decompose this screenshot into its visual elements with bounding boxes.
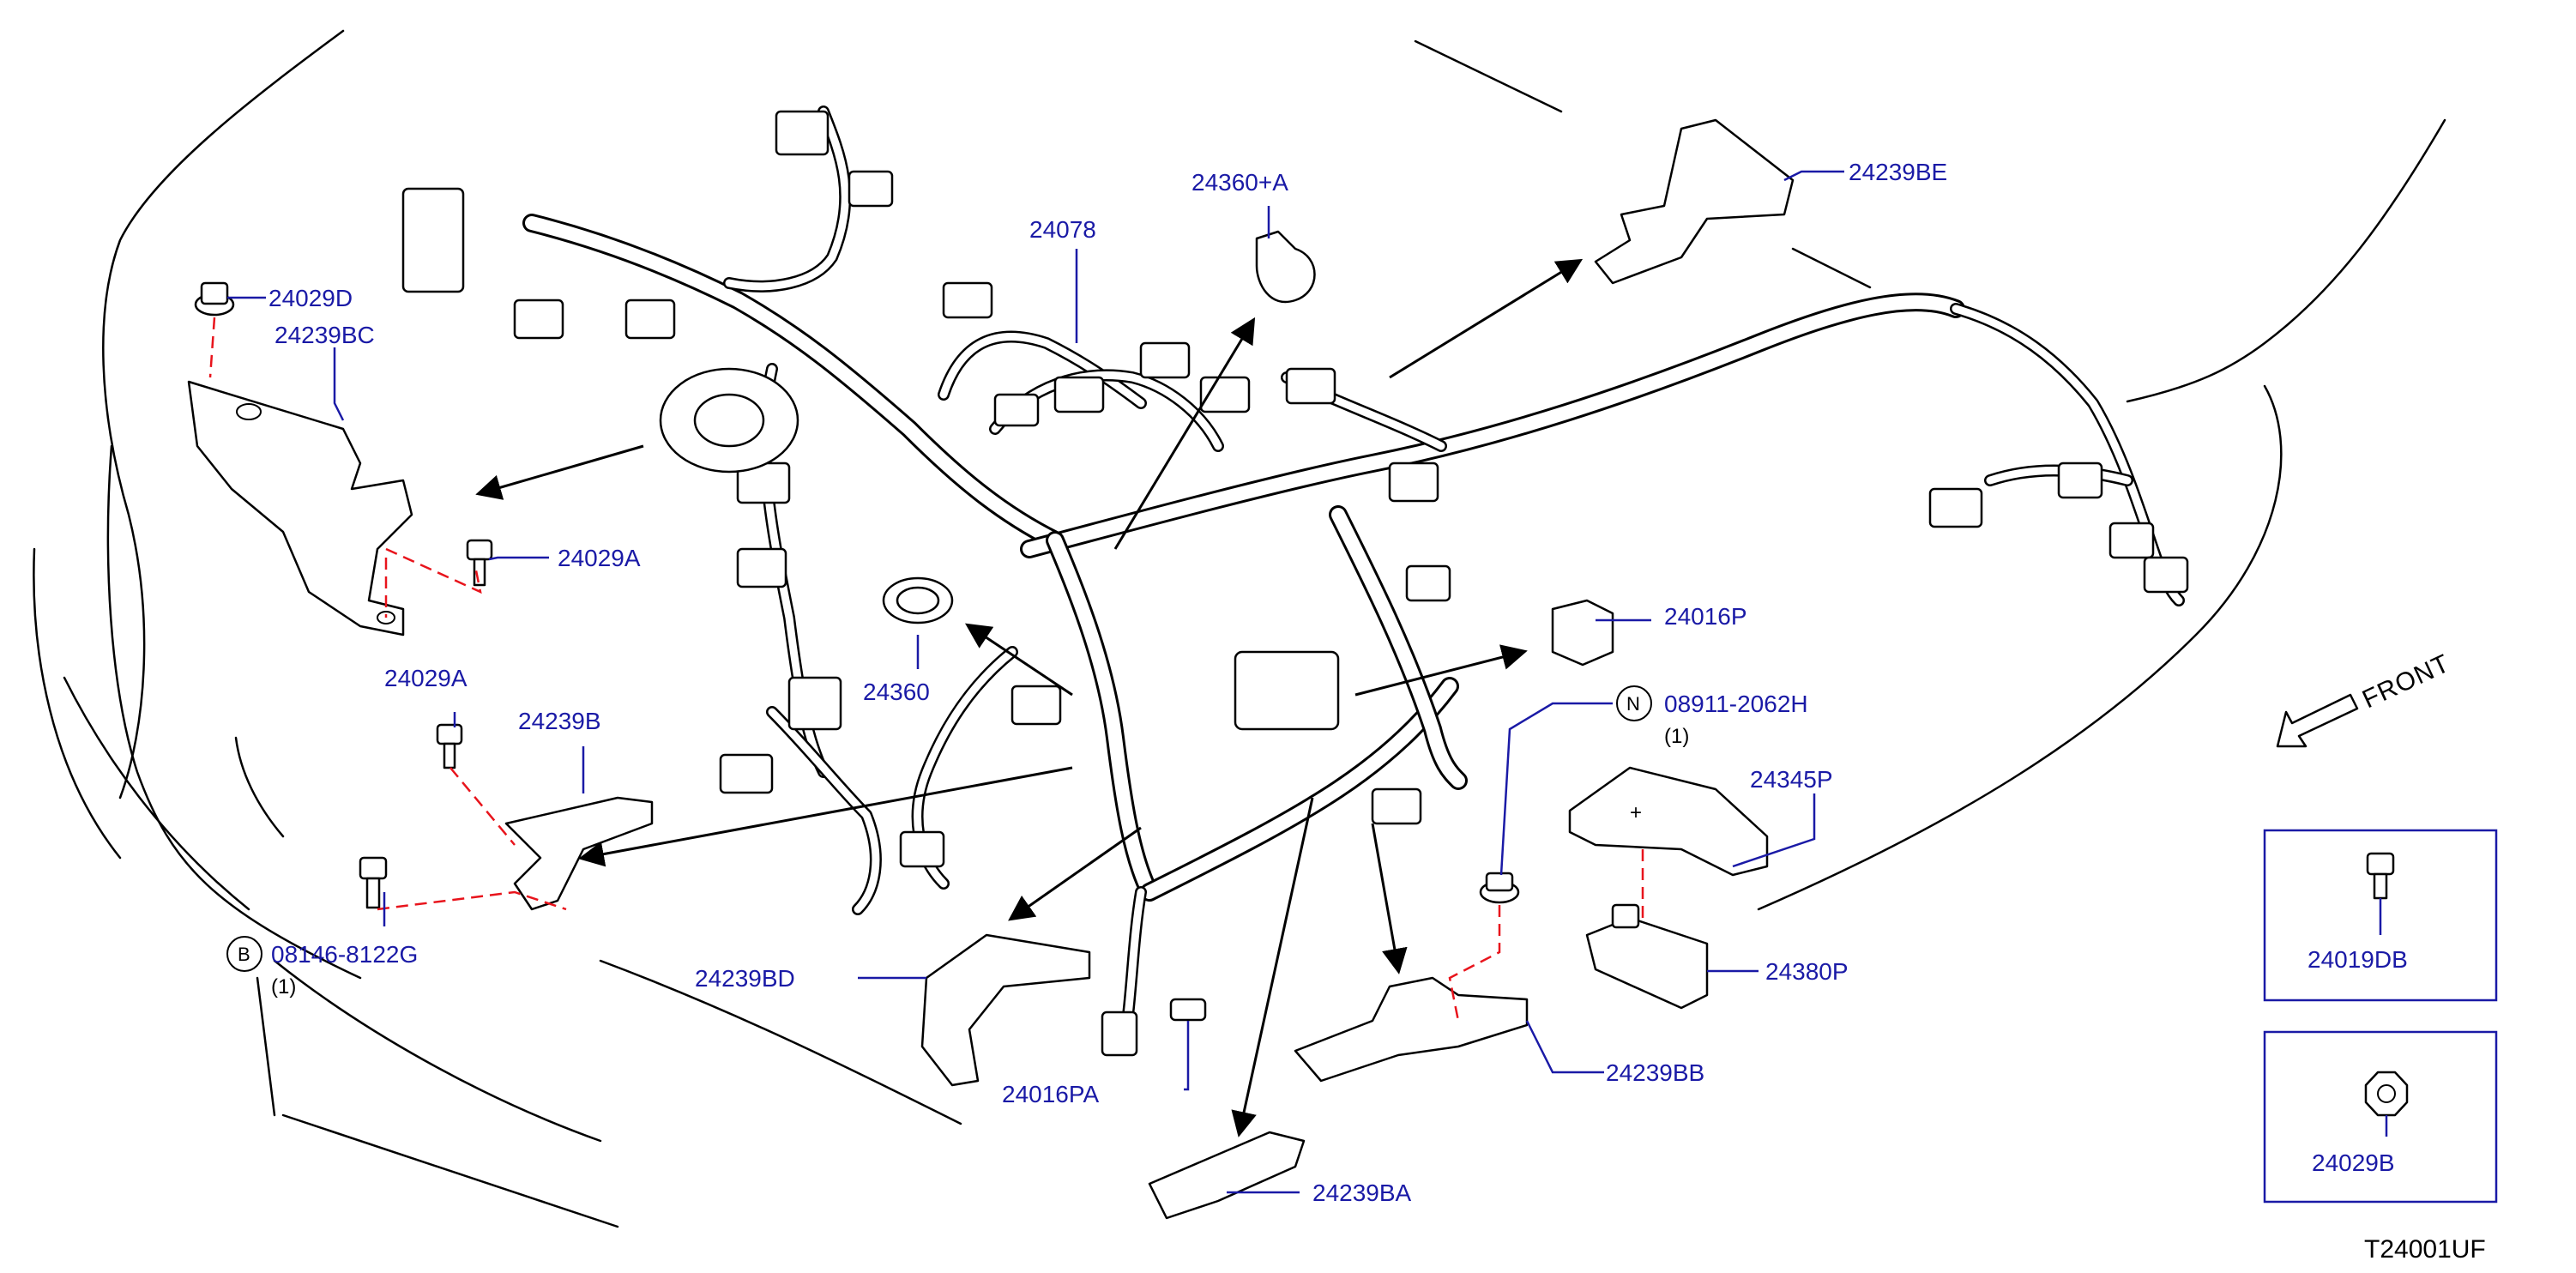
label-24360: 24360: [863, 679, 930, 705]
label-08146-8122G: 08146-8122G: [271, 941, 418, 968]
bolt-24029A-top[interactable]: [466, 539, 493, 587]
label-24029A-left: 24029A: [384, 665, 468, 691]
part-labels: 24029D 24239BC 24029A 24029A 24239B B 08…: [226, 159, 1947, 1206]
label-24029D: 24029D: [268, 285, 353, 311]
label-24239BE: 24239BE: [1849, 159, 1947, 185]
callout-mark-N-letter: N: [1626, 693, 1640, 715]
bolt-24029A-left[interactable]: [436, 723, 463, 769]
terminal-24380P[interactable]: [1585, 903, 1709, 1010]
label-24239BD: 24239BD: [695, 965, 795, 992]
alignment-lines: [208, 317, 1644, 1022]
leader-lines: [227, 170, 1844, 1194]
bracket-24239BD[interactable]: [920, 933, 1091, 1087]
bracket-24239B[interactable]: [504, 796, 654, 911]
label-24029A-top: 24029A: [558, 545, 641, 571]
label-24078: 24078: [1029, 216, 1096, 243]
label-24239BA: 24239BA: [1312, 1179, 1412, 1206]
front-direction-indicator: FRONT: [2276, 649, 2454, 748]
terminal-24016PA[interactable]: [1169, 998, 1207, 1022]
callout-mark-N: [1616, 685, 1652, 721]
label-24239BC: 24239BC: [274, 322, 375, 348]
qty-08146-8122G: (1): [271, 975, 296, 998]
bracket-24239BE[interactable]: [1594, 118, 1795, 285]
qty-08911-2062H: (1): [1664, 725, 1689, 748]
label-24380P: 24380P: [1765, 958, 1849, 985]
label-24239BB: 24239BB: [1606, 1059, 1704, 1086]
nut-08911-2062H[interactable]: [1479, 872, 1520, 904]
engine-room-harness[interactable]: [522, 106, 2185, 1053]
bracket-24239BA[interactable]: [1148, 1131, 1306, 1220]
bracket-24239BB[interactable]: [1294, 976, 1529, 1083]
label-24016PA: 24016PA: [1002, 1081, 1099, 1107]
front-arrow-icon: [2276, 693, 2359, 748]
cover-24345P[interactable]: +: [1568, 766, 1769, 877]
label-24029B: 24029B: [2312, 1149, 2395, 1176]
svg-text:+: +: [1630, 801, 1642, 824]
cap-24360A[interactable]: [1255, 230, 1316, 304]
label-24019DB: 24019DB: [2308, 946, 2408, 973]
grommet-24360[interactable]: [882, 576, 954, 624]
label-24016P: 24016P: [1664, 603, 1747, 630]
front-label: FRONT: [2358, 649, 2454, 715]
bracket-24239BC[interactable]: [187, 380, 413, 636]
label-24360A: 24360+A: [1191, 169, 1288, 196]
nut-24029D[interactable]: [194, 281, 235, 317]
body-outline: [33, 29, 2446, 1228]
label-24239B: 24239B: [518, 708, 601, 734]
callout-mark-B: [226, 936, 262, 972]
clip-24016P[interactable]: [1551, 599, 1614, 667]
bolt-08146-8122G[interactable]: [359, 856, 388, 909]
harness-connectors: [401, 110, 2189, 1057]
label-08911-2062H: 08911-2062H: [1664, 691, 1808, 717]
direction-arrows: [475, 258, 1584, 1137]
detail-box-24029B[interactable]: 24029B: [2263, 1030, 2498, 1204]
diagram-code: T24001UF: [2364, 1235, 2486, 1264]
label-24345P: 24345P: [1750, 766, 1833, 793]
detail-box-24019DB[interactable]: 24019DB: [2263, 829, 2498, 1002]
callout-mark-B-letter: B: [238, 944, 250, 965]
